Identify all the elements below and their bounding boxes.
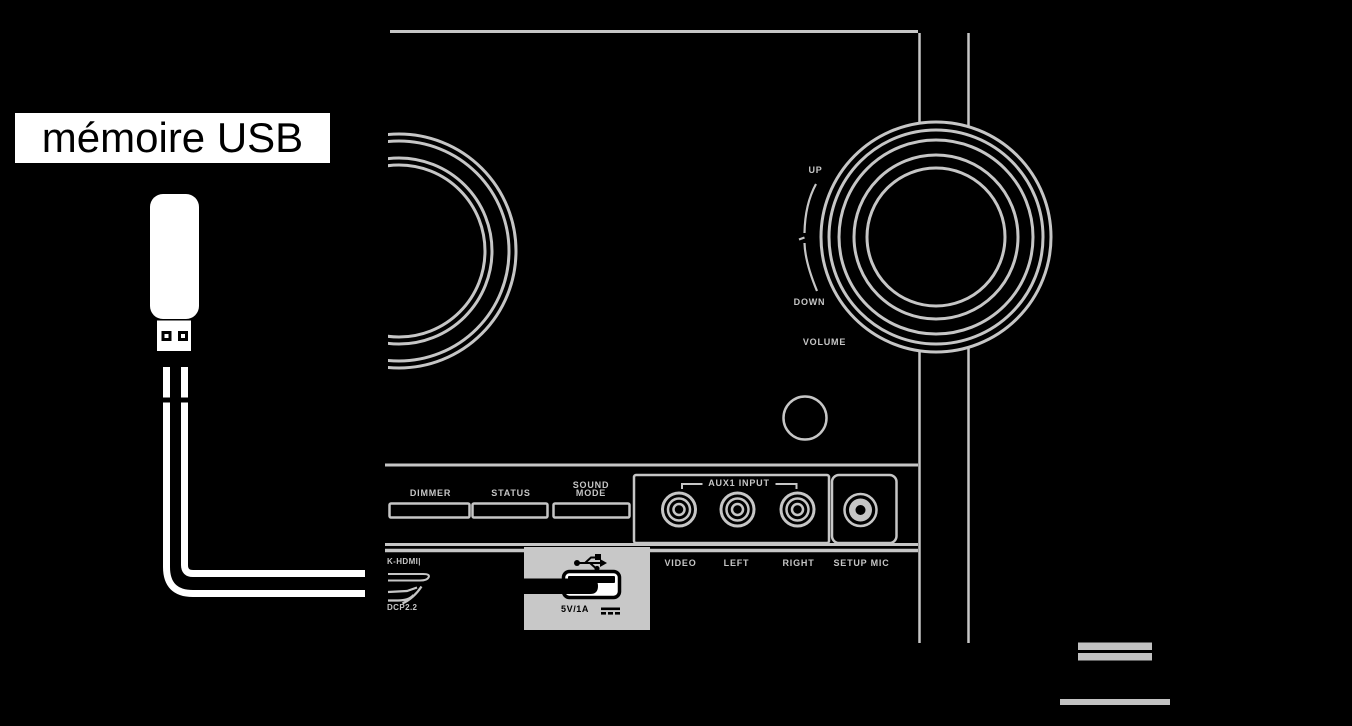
arc-tick xyxy=(798,236,805,241)
video-jack-label: VIDEO xyxy=(664,557,697,568)
volume-knob-ring xyxy=(827,128,1045,346)
volume-updown-arc xyxy=(798,183,819,292)
dimmer-button xyxy=(388,502,471,519)
arc-lower xyxy=(803,242,819,292)
connector-hole-pin xyxy=(164,334,169,338)
right-audio-jack xyxy=(779,491,816,528)
usb-cable-plug xyxy=(524,578,598,594)
cable-outer-edge xyxy=(163,367,365,597)
usb-cable xyxy=(163,367,365,597)
left-jack-label: LEFT xyxy=(723,557,750,568)
arc-upper xyxy=(803,183,817,234)
round-button xyxy=(782,395,828,441)
usb-trident-icon xyxy=(574,554,607,572)
usb-power-label: 5V/1A xyxy=(561,603,590,614)
dimmer-label: DIMMER xyxy=(409,488,452,498)
selector-knob-ring xyxy=(388,132,518,370)
sound-mode-line2: MODE xyxy=(575,488,607,498)
volume-label: VOLUME xyxy=(802,336,847,347)
right-jack-label: RIGHT xyxy=(782,557,815,568)
setup-mic-jack xyxy=(843,492,878,528)
sound-mode-label: SOUND MODE xyxy=(572,479,610,498)
hdmi-port-icon xyxy=(388,573,430,582)
hdmi-label-fragment: K-HDMI| xyxy=(387,556,421,566)
sound-mode-line1: SOUND xyxy=(572,479,610,490)
status-label: STATUS xyxy=(491,488,531,498)
usb-port-callout xyxy=(524,547,650,630)
cable-inner-edge xyxy=(181,367,365,577)
video-jack xyxy=(661,491,697,528)
usb-memory-label: mémoire USB xyxy=(41,114,304,161)
usb-flash-drive xyxy=(150,194,199,351)
footer-bar xyxy=(1078,642,1152,650)
usb-drive-body xyxy=(150,194,199,319)
selector-knob-ring xyxy=(388,139,511,363)
volume-knob-ring xyxy=(852,153,1020,321)
hdcp-label-fragment: DCP2.2 xyxy=(387,603,418,612)
volume-knob xyxy=(819,120,1053,354)
status-button xyxy=(471,502,549,519)
sound-mode-button xyxy=(552,502,631,519)
selector-knob-ring xyxy=(388,156,494,346)
footer-bar xyxy=(1060,699,1170,705)
left-audio-jack xyxy=(719,491,756,528)
usb-memory-callout: mémoire USB xyxy=(15,113,330,163)
aux1-input-label: AUX1 INPUT xyxy=(708,478,770,488)
break-mark-icon xyxy=(387,585,423,605)
volume-knob-ring xyxy=(837,138,1035,336)
volume-knob-ring xyxy=(865,166,1007,308)
setup-mic-label: SETUP MIC xyxy=(833,557,890,568)
selector-knob-ring xyxy=(388,163,487,339)
volume-down-label: DOWN xyxy=(793,296,826,307)
dc-power-icon xyxy=(601,607,620,615)
connector-hole-pin xyxy=(181,334,185,338)
selector-knob xyxy=(388,132,518,370)
footer-bar xyxy=(1078,653,1152,661)
footer-bars xyxy=(1060,642,1170,705)
aux1-bracket-right xyxy=(775,483,798,489)
aux1-bracket-left xyxy=(681,483,703,489)
volume-up-label: UP xyxy=(808,165,823,175)
